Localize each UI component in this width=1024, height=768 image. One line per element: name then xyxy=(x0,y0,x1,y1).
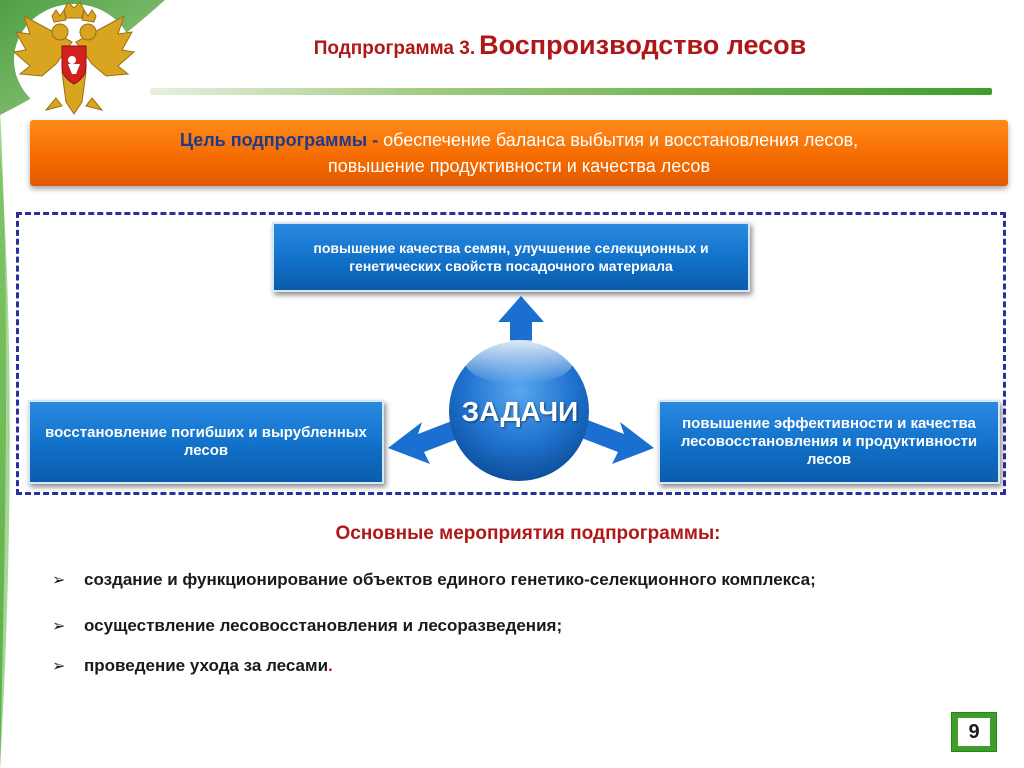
measure-text: осуществление лесовосстановления и лесор… xyxy=(84,616,563,635)
goal-banner: Цель подпрограммы - обеспечение баланса … xyxy=(30,120,1008,186)
tasks-hub-label: ЗАДАЧИ xyxy=(461,396,579,427)
measures-heading: Основные мероприятия подпрограммы: xyxy=(335,523,721,544)
task-seed-quality: повышение качества семян, улучшение селе… xyxy=(272,222,750,292)
subprogram-label: Подпрограмма 3. xyxy=(313,38,476,59)
measures-list: ➢ создание и функционирование объектов е… xyxy=(52,569,998,677)
list-item: ➢ проведение ухода за лесами. xyxy=(52,655,998,677)
task-forest-restoration-text: восстановление погибших и вырубленных ле… xyxy=(45,424,367,459)
arrowhead-bullet-icon: ➢ xyxy=(52,572,66,589)
slide-title: Подпрограмма 3.Воспроизводство лесов xyxy=(150,30,970,61)
measure-text: проведение ухода за лесами xyxy=(84,656,329,675)
task-reforestation-efficiency-text: повышение эффективности и качества лесов… xyxy=(680,415,978,468)
goal-text-line2: повышение продуктивности и качества лесо… xyxy=(327,156,711,176)
measure-end-mark: . xyxy=(328,656,333,675)
coat-of-arms-icon xyxy=(12,2,136,116)
task-forest-restoration: восстановление погибших и вырубленных ле… xyxy=(28,400,384,484)
list-item: ➢ создание и функционирование объектов е… xyxy=(52,569,998,591)
task-seed-quality-text: повышение качества семян, улучшение селе… xyxy=(313,240,709,274)
goal-text-line1: обеспечение баланса выбытия и восстановл… xyxy=(383,130,859,150)
arrowhead-bullet-icon: ➢ xyxy=(52,658,66,675)
arrowhead-bullet-icon: ➢ xyxy=(52,618,66,635)
title-underline xyxy=(150,88,992,95)
measure-text: создание и функционирование объектов еди… xyxy=(84,570,816,589)
page-number: 9 xyxy=(958,718,990,746)
arrow-up-icon xyxy=(498,296,544,356)
arrow-right-icon xyxy=(566,414,654,464)
tasks-hub-diagram xyxy=(388,296,654,481)
title-text: Воспроизводство лесов xyxy=(479,30,807,60)
page-number-badge: 9 xyxy=(951,712,997,752)
goal-lead: Цель подпрограммы - xyxy=(179,130,379,150)
task-reforestation-efficiency: повышение эффективности и качества лесов… xyxy=(658,400,1000,484)
tasks-frame xyxy=(16,212,1006,495)
list-item: ➢ осуществление лесовосстановления и лес… xyxy=(52,615,998,637)
